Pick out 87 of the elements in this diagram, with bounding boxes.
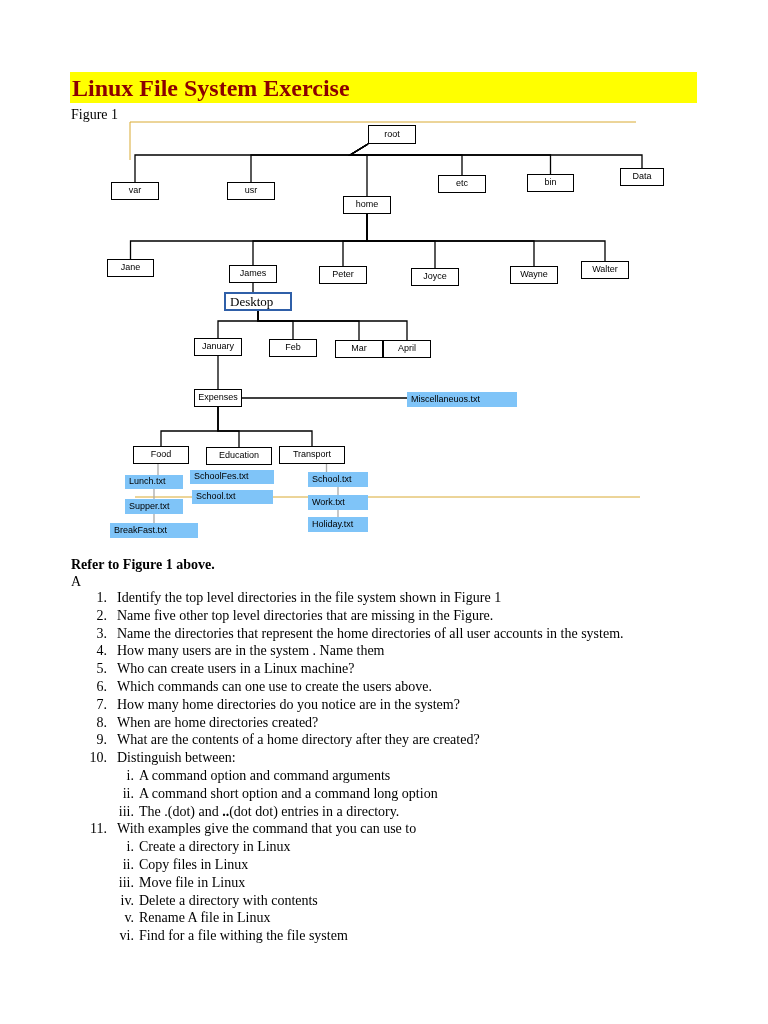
directory-box: Desktop xyxy=(224,292,292,311)
section-letter: A xyxy=(71,573,82,591)
connector-line xyxy=(157,463,159,476)
directory-box: Joyce xyxy=(411,268,459,286)
list-number: ii. xyxy=(121,784,134,803)
directory-box: Transport xyxy=(279,446,345,464)
question-text: Find for a file withing the file system xyxy=(139,927,348,945)
connector-line xyxy=(366,213,606,262)
directory-box: usr xyxy=(227,182,275,200)
directory-box: etc xyxy=(438,175,486,193)
directory-box: home xyxy=(343,196,391,214)
question-text: Delete a directory with contents xyxy=(139,891,318,910)
connector-line xyxy=(347,143,643,169)
directory-box: January xyxy=(194,338,242,356)
list-number: 11. xyxy=(89,820,107,839)
connector-line xyxy=(337,486,339,496)
list-number: 5. xyxy=(95,660,107,678)
question-text: Move file in Linux xyxy=(139,873,246,892)
question-text: What are the contents of a home directory after they are created? xyxy=(117,731,480,750)
list-number: 7. xyxy=(95,695,107,714)
file-label: School.txt xyxy=(308,472,368,487)
directory-box: Walter xyxy=(581,261,629,279)
directory-box: Expenses xyxy=(194,389,242,407)
list-number: 1. xyxy=(95,589,107,607)
list-number: i. xyxy=(125,838,134,856)
file-label: Supper.txt xyxy=(125,499,183,514)
list-number: i. xyxy=(125,766,134,785)
list-number: iii. xyxy=(117,873,134,892)
list-number: 6. xyxy=(95,678,107,696)
question-text: How many home directories do you notice are in the system? xyxy=(117,695,460,714)
connector-line xyxy=(217,406,313,447)
list-number: iii. xyxy=(117,802,134,821)
list-number: iv. xyxy=(119,891,134,910)
question-text: Create a directory in Linux xyxy=(139,838,291,856)
instruction: Refer to Figure 1 above. xyxy=(71,556,215,574)
directory-box: bin xyxy=(527,174,574,192)
figure-caption: Figure 1 xyxy=(71,106,119,124)
connector-line xyxy=(241,397,408,399)
question-text: Identify the top level directories in the file system shown in Figure 1 xyxy=(117,589,502,607)
directory-box: James xyxy=(229,265,277,283)
directory-box: Peter xyxy=(319,266,367,284)
directory-box: Jane xyxy=(107,259,154,277)
question-text: The .(dot) and ..(dot dot) entries in a directory. xyxy=(139,802,400,821)
directory-box: April xyxy=(383,340,431,358)
list-number: 10. xyxy=(88,749,107,767)
list-number: 3. xyxy=(95,624,107,643)
question-text: A command short option and a command long option xyxy=(139,784,438,803)
directory-box: Education xyxy=(206,447,272,465)
file-label: Holiday.txt xyxy=(308,517,368,532)
directory-box: root xyxy=(368,125,416,144)
question-text: How many users are in the system . Name them xyxy=(117,642,385,661)
connector-line xyxy=(153,488,155,500)
question-text: Name the directories that represent the home directories of all user accounts in the system. xyxy=(117,624,624,643)
file-label: SchoolFes.txt xyxy=(190,470,274,484)
question-text: Rename A file in Linux xyxy=(139,909,271,928)
connector-line xyxy=(153,513,155,524)
list-number: v. xyxy=(123,909,134,928)
list-number: 4. xyxy=(95,642,107,661)
question-text: Distinguish between: xyxy=(117,749,236,767)
list-number: 2. xyxy=(95,606,107,625)
list-number: 8. xyxy=(95,713,107,732)
directory-box: Mar xyxy=(335,340,383,358)
title: Linux File System Exercise xyxy=(72,75,350,101)
directory-box: Feb xyxy=(269,339,317,357)
question-text: Copy files in Linux xyxy=(139,855,249,874)
directory-box: Wayne xyxy=(510,266,558,284)
question-text: When are home directories created? xyxy=(117,713,319,732)
question-text: With examples give the command that you can use to xyxy=(117,820,417,839)
file-label: Work.txt xyxy=(308,495,368,510)
file-label: BreakFast.txt xyxy=(110,523,198,538)
question-text: Which commands can one use to create the users above. xyxy=(117,678,432,696)
list-number: 9. xyxy=(95,731,107,750)
file-label: Miscellaneuos.txt xyxy=(407,392,517,407)
connector-line xyxy=(217,355,219,390)
directory-box: var xyxy=(111,182,159,200)
question-text: A command option and command arguments xyxy=(139,766,391,785)
connector-line xyxy=(337,509,339,518)
list-number: ii. xyxy=(121,855,134,874)
question-text: Who can create users in a Linux machine? xyxy=(117,660,355,678)
connector-line xyxy=(252,282,254,293)
file-label: School.txt xyxy=(192,490,273,504)
directory-box: Data xyxy=(620,168,664,186)
list-number: vi. xyxy=(118,927,134,945)
file-label: Lunch.txt xyxy=(125,475,183,489)
question-text: Name five other top level directories that are missing in the Figure. xyxy=(117,606,494,625)
connector-line xyxy=(257,310,408,341)
directory-box: Food xyxy=(133,446,189,464)
